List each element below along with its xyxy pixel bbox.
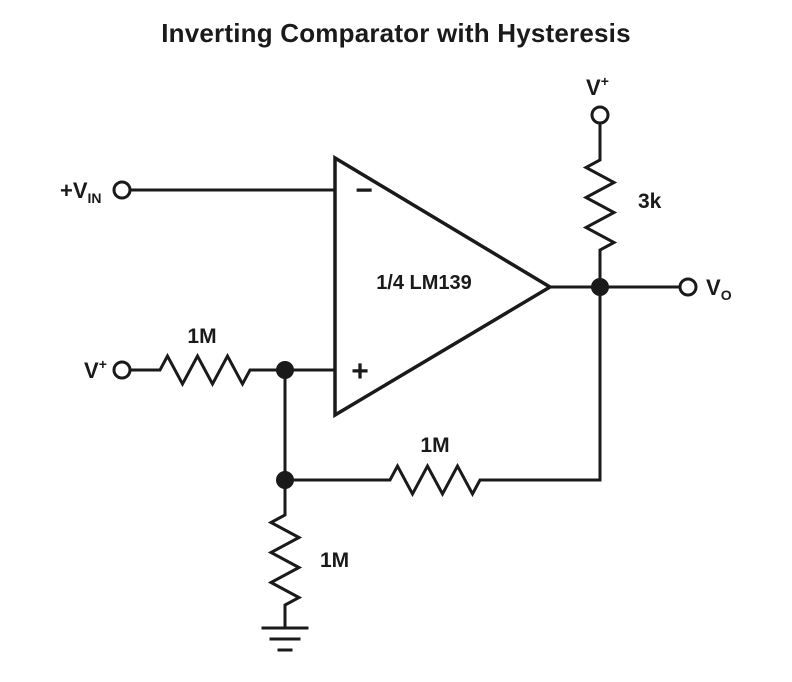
label-resistor-input: 1M [187,325,216,348]
label-vout-sub: O [721,287,732,303]
diagram-title: Inverting Comparator with Hysteresis [161,18,631,48]
label-vplus-top-main: V [586,75,601,100]
terminal-vplus-top [590,105,610,125]
label-vplus-left-main: V [84,358,99,383]
terminal-vin [112,180,132,200]
resistor-feedback-1m [283,462,602,498]
resistor-pullup-3k [582,121,618,289]
label-vplus-left: V+ [84,356,107,383]
label-resistor-pullup: 3k [638,190,662,213]
resistor-ground-1m [267,478,303,630]
ground-symbol [261,626,309,652]
comparator-triangle [333,154,554,419]
comparator-part-label: 1/4 LM139 [376,272,472,294]
label-vplus-top: V+ [586,73,609,100]
label-vout-main: V [706,275,721,300]
node-noninverting-input [276,361,294,379]
terminal-vout [678,277,698,297]
label-vplus-left-sup: + [99,356,107,372]
terminal-vplus-left [112,360,132,380]
resistor-input-1m [128,352,337,388]
label-vin-sub: IN [88,190,102,206]
noninverting-input-sign: + [351,355,369,388]
label-vin-main: +V [60,178,88,203]
label-vplus-top-sup: + [601,73,609,89]
node-feedback [276,471,294,489]
node-output [591,278,609,296]
label-vout: VO [706,275,732,303]
inverting-input-sign: − [355,174,373,207]
label-vin: +VIN [60,178,102,206]
label-resistor-feedback: 1M [420,434,449,457]
label-resistor-ground: 1M [320,549,349,572]
